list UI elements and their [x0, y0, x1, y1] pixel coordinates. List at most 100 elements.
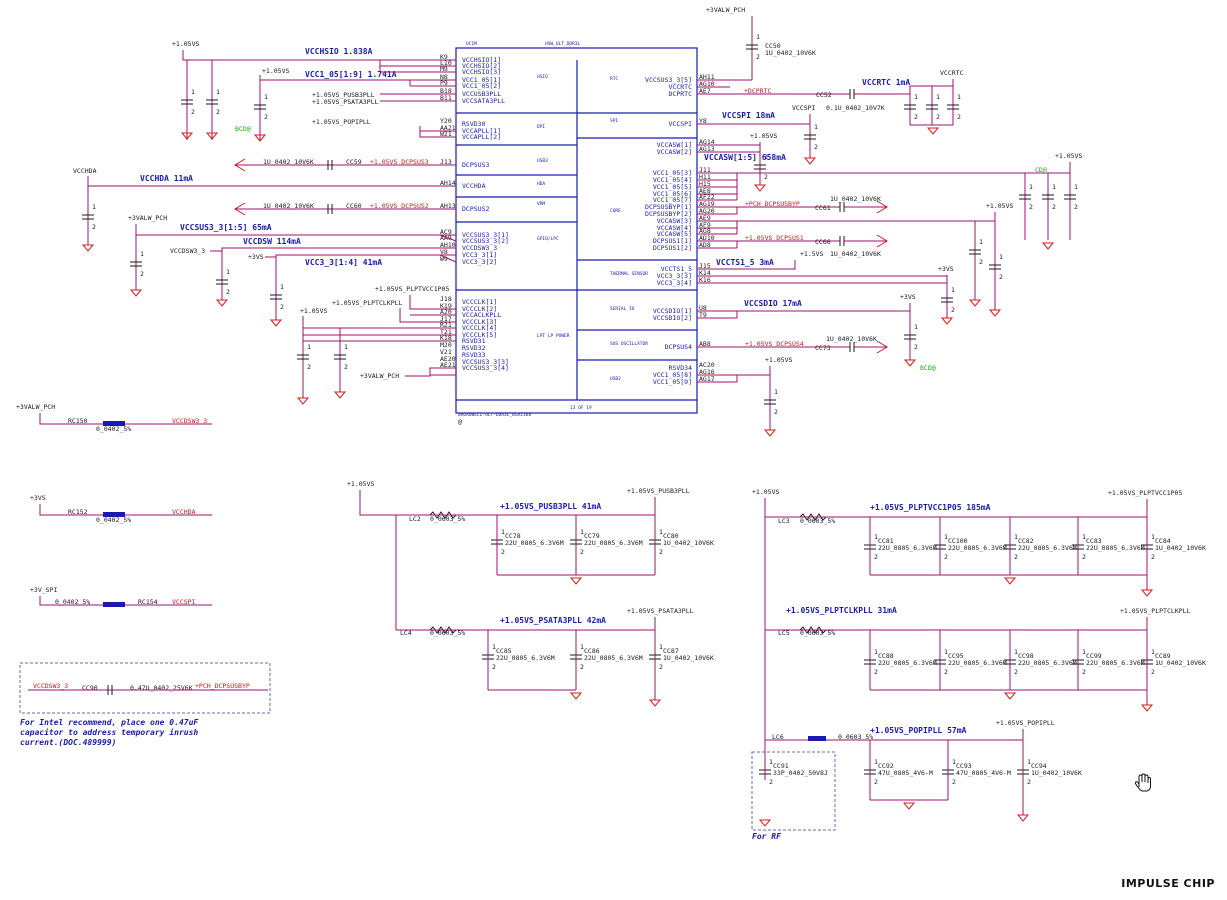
svg-text:2: 2: [191, 108, 195, 116]
svg-text:1: 1: [769, 758, 773, 766]
dcpsus4-area: +1.05VS_DCPSUS4 1U_0402_10V6K CC73: [697, 335, 888, 354]
vccsus-area: +3VALW_PCH VCCSUS3_3[1:5] 65mA VCCDSW 11…: [128, 214, 457, 320]
ground-icon: [1041, 242, 1055, 250]
pin-name: VCCSDIO[1]: [653, 307, 692, 315]
svg-text:1: 1: [344, 343, 348, 351]
ground-icon: [269, 319, 283, 327]
net-usb3pll-pin: +1.05VS_PUSB3PLL: [312, 91, 375, 99]
pin-name: VCCAPLL[1]: [462, 127, 501, 135]
net-105vs-h: +1.05VS: [347, 480, 374, 488]
current-vcchsio: VCCHSIO 1.838A: [305, 47, 373, 56]
pin-name: VCC3_3[2]: [462, 258, 497, 266]
rc152-value: 0_0402_5%: [96, 516, 131, 524]
dcpsus-left-area: 1U_0402_10V6K CC59 +1.05VS_DCPSUS3 1U_04…: [234, 158, 456, 216]
pin-ball: Y8: [699, 117, 707, 125]
pin-ball: W21: [440, 130, 452, 138]
cc50-value: 1U_0402_10V6K: [765, 49, 816, 57]
svg-text:1: 1: [874, 648, 878, 656]
pin-name: VCCRTC: [669, 83, 693, 91]
ground-icon: [333, 391, 347, 399]
cc90-box: [19, 662, 271, 714]
intel-note-3: current.(DOC.489999): [20, 738, 116, 747]
cap-ref: CC87: [663, 647, 679, 655]
pin-name: DCPRTC: [669, 90, 693, 98]
cap-ref: CC91: [773, 762, 789, 770]
capacitor: 12: [753, 153, 768, 192]
svg-text:2: 2: [914, 113, 918, 121]
pin-name: VCCACLKPLL: [462, 311, 501, 319]
net-105vs-e: +1.05VS: [1055, 152, 1082, 160]
current-usb3pll: +1.05VS_PUSB3PLL 41mA: [500, 502, 601, 511]
current-vcc105: VCC1_05[1:9] 1.741A: [305, 70, 397, 79]
pin-ball: J11: [699, 166, 711, 174]
capacitor: 12: [903, 323, 918, 367]
bcd-mark-b: CD@: [1035, 166, 1047, 174]
pin-name: VCC1_05[9]: [653, 378, 692, 386]
svg-text:1: 1: [1029, 183, 1033, 191]
rf-box: [751, 751, 836, 831]
pin-ball: H15: [699, 180, 711, 188]
section-label-right: THERMAL SENSOR: [610, 271, 648, 277]
svg-text:2: 2: [226, 288, 230, 296]
lc5-ref: LC5: [778, 629, 790, 637]
lc6-value: 0_0603_5%: [838, 733, 873, 741]
cap-ref: CC86: [584, 647, 600, 655]
pin-ball: AG10: [699, 80, 715, 88]
net-sata3pll: +1.05VS_PSATA3PLL: [627, 607, 694, 615]
capacitor: 12: [746, 33, 760, 61]
ground-icon: [569, 692, 583, 700]
current-vccspi: VCCSPI 18mA: [722, 111, 775, 120]
pin-ball: T9: [699, 311, 707, 319]
pin-ball: Y20: [440, 117, 452, 125]
cap-ref: CC78: [505, 532, 521, 540]
ground-icon: [803, 157, 817, 165]
net-105vs-f: +1.05VS: [986, 202, 1013, 210]
cap-value: 1U_0402_10V6K: [1155, 544, 1206, 552]
pin-name: RSVD32: [462, 344, 486, 352]
cap-ref: CC88: [878, 652, 894, 660]
cc59-ref: CC59: [346, 158, 362, 166]
ground-icon: [205, 132, 219, 140]
svg-text:2: 2: [951, 306, 955, 314]
pin-ball: K18: [440, 334, 452, 342]
current-vccts: VCCTS1_5 3mA: [716, 258, 774, 267]
popipll-filter: LC6 0_0603_5% +1.05VS_POPIPLL 57mA +1.05…: [751, 719, 1055, 841]
rc152-ref: RC152: [68, 508, 88, 516]
lc5-value: 0_0603_5%: [800, 629, 835, 637]
pin-ball: AC20: [699, 361, 715, 369]
section-label-right: SUS OSCILLATOR: [610, 341, 648, 347]
capacitor: 12: [269, 283, 284, 327]
net-3vs-a: +3VS: [248, 253, 264, 261]
pin-ball: R21: [440, 321, 452, 329]
pin-name: VCC1_05[5]: [653, 183, 692, 191]
pin-ball: V8: [440, 248, 448, 256]
cap-ref: CC98: [1018, 652, 1034, 660]
svg-text:2: 2: [1014, 553, 1018, 561]
cap-ref: CC95: [948, 652, 964, 660]
svg-text:1: 1: [140, 250, 144, 258]
pin-ball: J13: [440, 158, 452, 166]
cc61-value: 1U_0402_10V6K: [830, 195, 881, 203]
net-3vs-c: +3VS: [900, 293, 916, 301]
lc6-body: [808, 736, 826, 741]
pin-ball: AG13: [699, 145, 715, 153]
pin-ball: M20: [440, 341, 452, 349]
net-3valw-b: +3VALW_PCH: [360, 372, 399, 380]
cap-value: 1U_0402_10V6K: [1155, 659, 1206, 667]
pin-name: VCCASW[1]: [657, 141, 692, 149]
net-plptvcc-pin: +1.05VS_PLPTVCC1P05: [375, 285, 449, 293]
rc150-value: 0_0402_5%: [96, 425, 131, 433]
section-label-left: GPIO/LPC: [537, 236, 559, 242]
svg-text:1: 1: [492, 643, 496, 651]
